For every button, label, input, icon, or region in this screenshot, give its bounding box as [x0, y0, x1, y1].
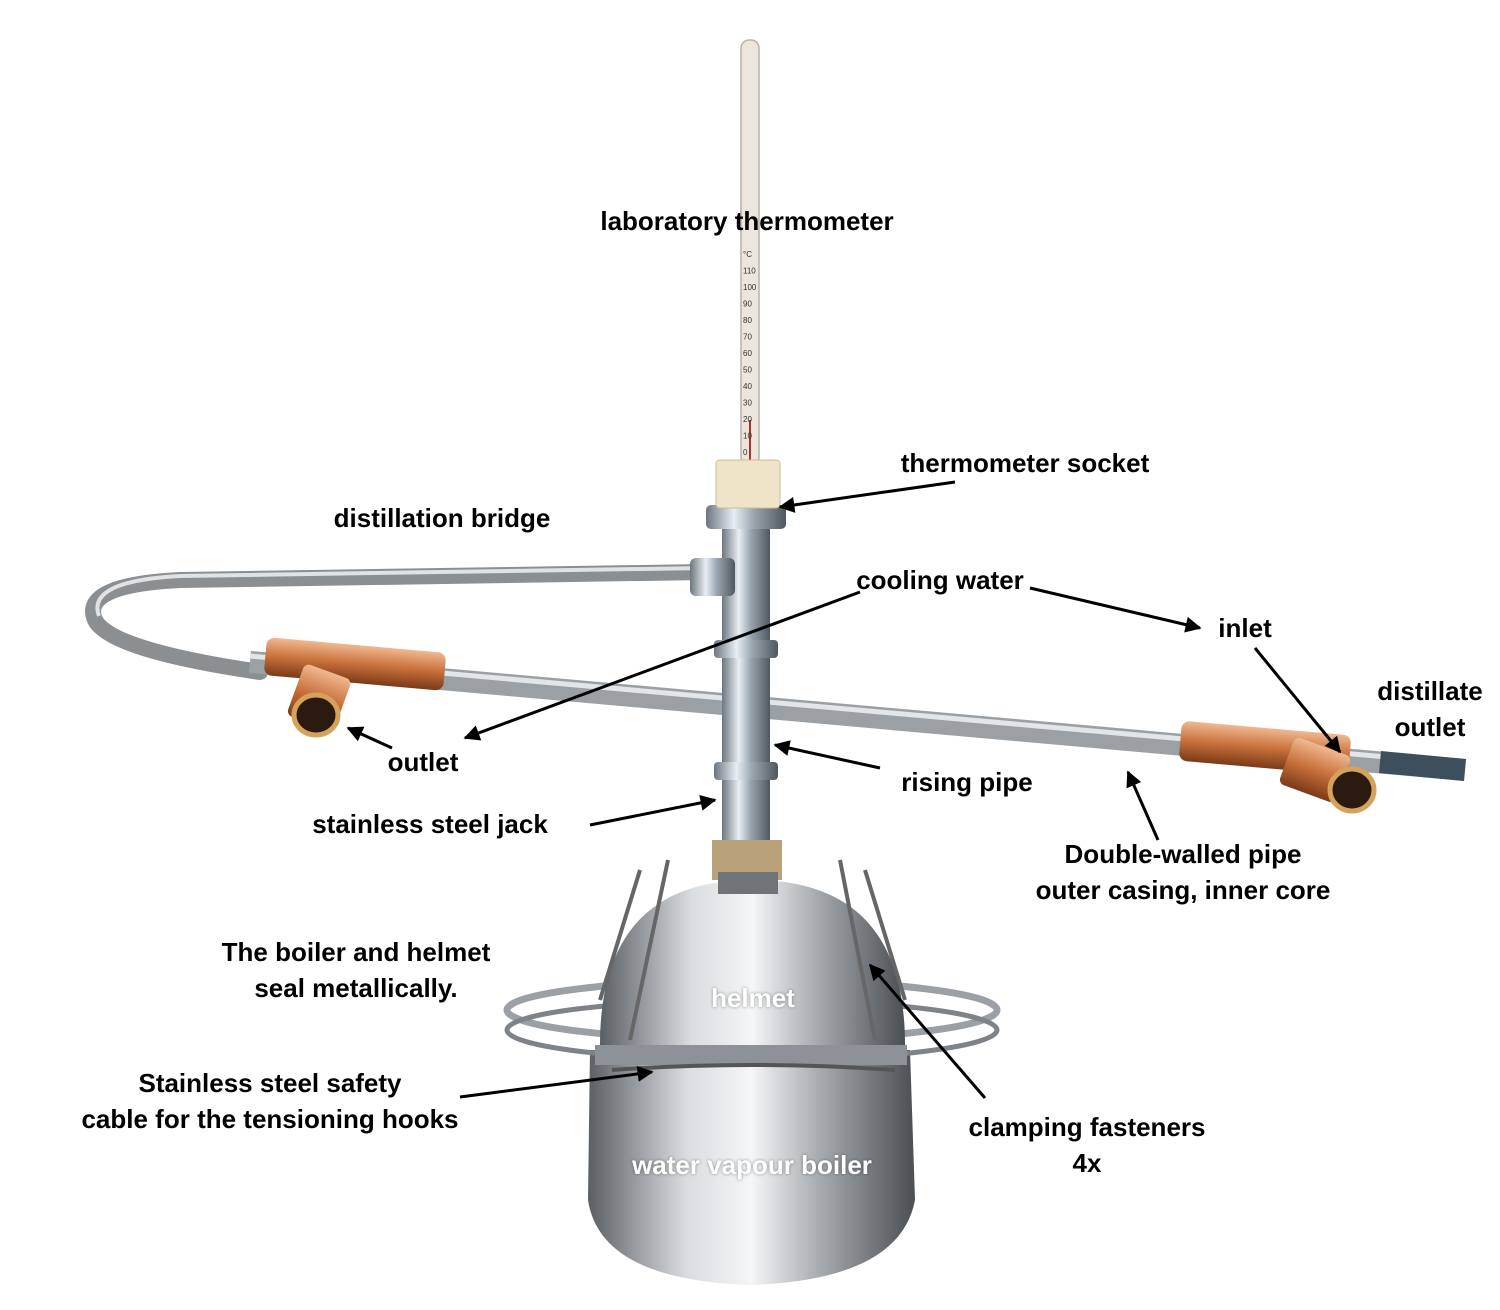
arrow-jack [589, 794, 717, 827]
label-rising-pipe: rising pipe [901, 767, 1033, 797]
label-cooling-water: cooling water [856, 565, 1024, 595]
arrow-cable [459, 1065, 654, 1099]
thermometer-tick-label: 80 [743, 316, 752, 325]
label-outlet: outlet [387, 747, 459, 777]
thermometer-tick-label: 20 [743, 415, 752, 424]
line: Stainless steel safety [138, 1068, 402, 1098]
label-jack: stainless steel jack [312, 809, 548, 839]
line: seal metallically. [254, 973, 458, 1003]
label-double-walled: Double-walled pipe outer casing, inner co… [1036, 836, 1331, 908]
line: distillate [1377, 676, 1483, 706]
rising-pipe [690, 505, 786, 894]
thermometer-tick-label: 10 [743, 432, 752, 441]
arrow-cooling-outlet [463, 590, 861, 741]
label-fasteners: clamping fasteners 4x [969, 1109, 1206, 1181]
label-cable: Stainless steel safety cable for the tens… [81, 1065, 458, 1137]
label-seal: The boiler and helmet seal metallically. [222, 934, 491, 1006]
label-boiler: water vapour boiler [632, 1150, 872, 1180]
thermometer-tick-label: 100 [743, 283, 757, 292]
line: Double-walled pipe [1064, 839, 1302, 869]
label-socket: thermometer socket [900, 448, 1150, 478]
label-thermometer: laboratory thermometer [600, 206, 894, 236]
arrow-distillate [1253, 647, 1342, 754]
arrow-outlet [346, 726, 393, 750]
line: outlet [1394, 712, 1466, 742]
thermometer-tick-label: 30 [743, 399, 752, 408]
arrow-socket [778, 480, 956, 513]
line: The boiler and helmet [221, 937, 491, 967]
label-helmet: helmet [711, 983, 795, 1013]
line: 4x [1072, 1148, 1102, 1178]
label-bridge: distillation bridge [333, 503, 551, 533]
thermometer-tick-label: 50 [743, 366, 752, 375]
thermometer-tick-label: 70 [743, 333, 752, 342]
thermometer-unit: °C [743, 250, 752, 259]
copper-tee-left [264, 637, 446, 738]
arrow-cooling-inlet [1029, 586, 1202, 633]
thermometer-tick-label: 110 [743, 267, 756, 276]
thermometer-tick-label: 60 [743, 349, 752, 358]
label-distillate-outlet: distillate outlet [1377, 673, 1482, 745]
copper-tee-right [1179, 721, 1377, 814]
line: cable for the tensioning hooks [81, 1104, 459, 1134]
annotation-arrows [346, 480, 1342, 1099]
line: clamping fasteners [968, 1112, 1206, 1142]
arrow-rising-pipe [773, 740, 881, 770]
distillation-bridge-pipe [85, 564, 713, 680]
helmet [598, 859, 907, 1045]
boiler [503, 976, 1001, 1285]
clamping-fasteners [598, 859, 907, 1041]
line: outer casing, inner core [1035, 875, 1331, 905]
thermometer-tick-label: 90 [743, 300, 752, 309]
thermometer-tick-label: 0 [743, 448, 748, 457]
thermometer: 0 10 20 30 40 50 60 70 80 90 100 110 °C [715, 39, 781, 509]
arrow-fasteners [868, 963, 987, 1099]
label-inlet: inlet [1218, 613, 1272, 643]
arrow-double-walled [1126, 770, 1160, 841]
thermometer-tick-label: 40 [743, 382, 752, 391]
